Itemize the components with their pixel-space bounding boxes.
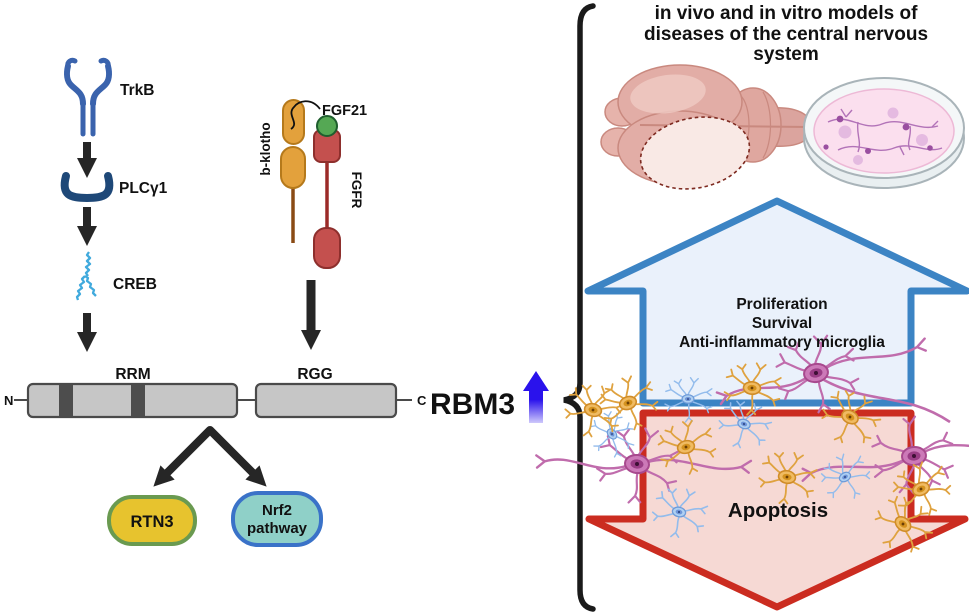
c-terminus-label: C <box>417 393 427 408</box>
rtn3-badge: RTN3 <box>107 495 197 546</box>
n-terminus-label: N <box>4 393 13 408</box>
protein-domain-bar <box>14 382 412 419</box>
bklotho-label: b-klotho <box>258 122 273 175</box>
cns-models-panel: in vivo and in vitro models of diseases … <box>584 3 969 611</box>
curly-brace <box>563 3 596 612</box>
increase-block-arrow <box>584 197 969 407</box>
creb-squiggle-icon <box>75 251 97 301</box>
pathway-diagram: TrkB PLCγ1 CREB b-klotho FGF21 <box>4 3 596 612</box>
survival-label: Survival <box>752 315 812 332</box>
anti-inflammatory-label: Anti-inflammatory microglia <box>679 334 885 351</box>
rgg-domain-label: RGG <box>297 366 332 383</box>
fgfr-label: FGFR <box>349 172 364 209</box>
rodent-brain-illustration <box>600 64 813 190</box>
rtn3-label: RTN3 <box>130 513 173 531</box>
brain-lesion-region <box>639 116 751 190</box>
proliferation-label: Proliferation <box>736 296 827 313</box>
fgfr-receptor-icon <box>313 129 341 269</box>
cns-title-line1: in vivo and in vitro models of <box>655 3 919 24</box>
fork-arrow <box>153 426 267 487</box>
fgf21-label: FGF21 <box>322 103 367 119</box>
cns-title-line3: system <box>753 44 819 65</box>
cns-models-title: in vivo and in vitro models of diseases … <box>644 3 928 65</box>
plcg1-crescent-icon <box>60 172 114 203</box>
nrf2-label-line1: Nrf2 <box>262 502 292 519</box>
plcg1-label: PLCγ1 <box>119 180 168 197</box>
trkb-label: TrkB <box>120 82 154 99</box>
bklotho-receptor-icon <box>280 99 321 243</box>
fgf21-ligand-icon <box>316 115 338 137</box>
rrm-domain-label: RRM <box>115 366 150 383</box>
rbm3-label: RBM3 <box>430 388 515 421</box>
neuron-cells-illustration <box>532 318 969 563</box>
rbm3-upregulation-arrow <box>523 371 549 423</box>
nrf2-badge: Nrf2 pathway <box>231 491 323 547</box>
trkb-receptor-icon <box>64 57 112 137</box>
apoptosis-label: Apoptosis <box>728 499 828 522</box>
cell-culture-dish-illustration <box>803 77 965 189</box>
creb-label: CREB <box>113 276 157 293</box>
neuron-fiber <box>823 378 951 424</box>
cns-title-line2: diseases of the central nervous <box>644 24 928 45</box>
nrf2-label-line2: pathway <box>247 520 308 537</box>
rgg-domain-box <box>254 382 398 419</box>
